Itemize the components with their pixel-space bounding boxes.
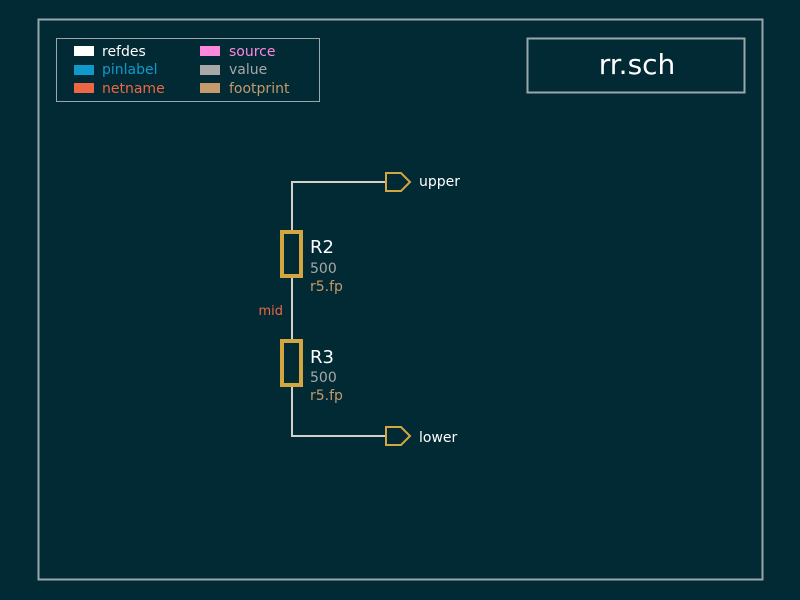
legend-swatch-netname — [74, 83, 94, 93]
legend-label-refdes: refdes — [102, 44, 146, 60]
port-upper-label: upper — [419, 174, 460, 190]
wire-upper — [291, 181, 386, 232]
resistor-r2-body — [280, 230, 303, 278]
title-block: rr.sch — [526, 37, 746, 94]
resistor-r2-footprint: r5.fp — [310, 279, 343, 295]
resistor-r3-body — [280, 339, 303, 387]
legend-label-source: source — [229, 44, 276, 60]
resistor-r3-refdes: R3 — [310, 347, 334, 368]
port-lower-flag — [385, 426, 412, 446]
resistor-r3-value: 500 — [310, 370, 337, 386]
legend-swatch-value — [200, 65, 220, 75]
port-upper-flag — [385, 172, 412, 192]
legend-swatch-footprint — [200, 83, 220, 93]
resistor-r3-footprint: r5.fp — [310, 388, 343, 404]
resistor-r2[interactable]: R2 500 r5.fp — [280, 230, 343, 295]
sheet-border — [37, 18, 764, 581]
legend-label-value: value — [229, 62, 267, 78]
legend-box — [56, 38, 320, 102]
legend-swatch-refdes — [74, 46, 94, 56]
resistor-r2-refdes: R2 — [310, 237, 334, 258]
net-label-mid: mid — [258, 304, 283, 319]
legend-swatch-source — [200, 46, 220, 56]
legend: refdes pinlabel netname source value foo… — [56, 38, 320, 102]
port-upper[interactable]: upper — [385, 172, 460, 192]
wires — [291, 181, 386, 437]
legend-label-pinlabel: pinlabel — [102, 62, 158, 78]
title-box — [526, 37, 746, 94]
legend-label-netname: netname — [102, 81, 165, 97]
legend-swatch-pinlabel — [74, 65, 94, 75]
resistor-r3[interactable]: R3 500 r5.fp — [280, 339, 343, 404]
port-lower-label: lower — [419, 430, 458, 446]
legend-label-footprint: footprint — [229, 81, 290, 97]
wire-lower — [291, 386, 386, 437]
port-lower[interactable]: lower — [385, 426, 458, 446]
resistor-r2-value: 500 — [310, 261, 337, 277]
sheet-title: rr.sch — [599, 48, 676, 81]
